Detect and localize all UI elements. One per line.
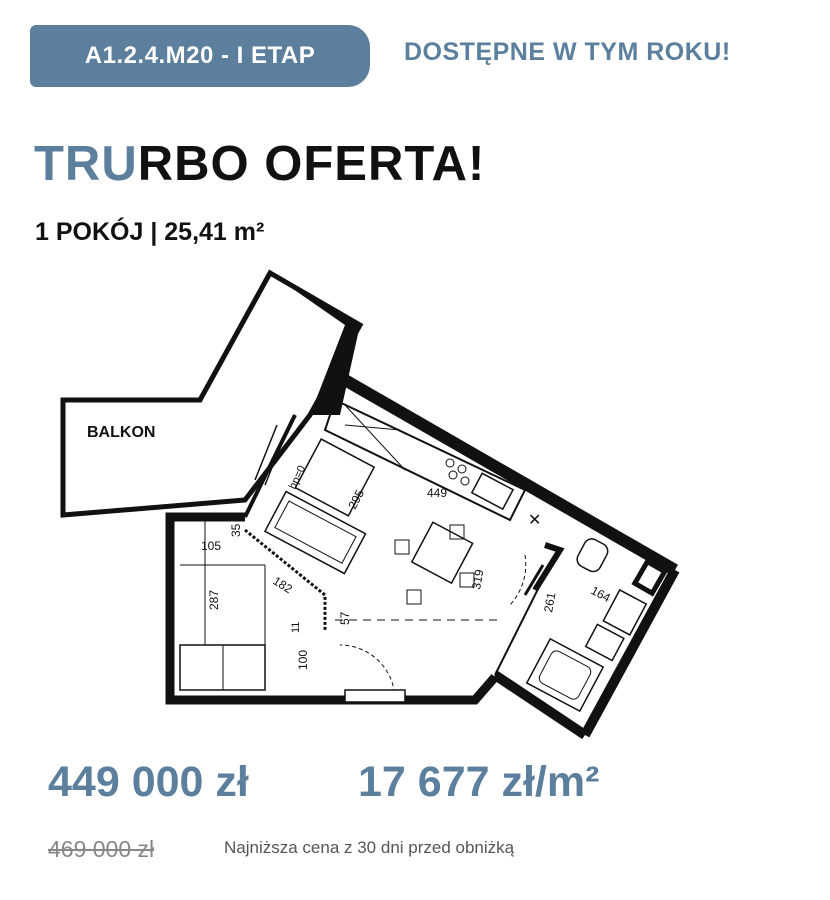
title-rest: RBO OFERTA! bbox=[137, 137, 486, 191]
svg-text:105: 105 bbox=[201, 539, 221, 553]
sink bbox=[470, 472, 515, 511]
svg-text:✕: ✕ bbox=[528, 512, 541, 529]
svg-text:319: 319 bbox=[469, 568, 486, 590]
dining-table bbox=[410, 521, 474, 585]
kitchen-counter bbox=[323, 398, 527, 522]
page-title: TRURBO OFERTA! bbox=[34, 136, 485, 192]
title-accent: TRU bbox=[34, 137, 138, 191]
old-price: 469 000 zł bbox=[48, 836, 155, 862]
svg-text:57: 57 bbox=[338, 611, 352, 625]
svg-text:449: 449 bbox=[427, 486, 447, 500]
washbasin bbox=[584, 623, 625, 662]
price-per-m2: 17 677 zł/m² bbox=[358, 758, 600, 806]
floor-plan: BALKON ✕ bbox=[55, 265, 695, 745]
svg-text:11: 11 bbox=[290, 622, 302, 633]
bed bbox=[294, 438, 376, 517]
svg-text:hp=0: hp=0 bbox=[287, 464, 308, 492]
availability-label: DOSTĘPNE W TYM ROKU! bbox=[404, 38, 731, 66]
bathroom-door bbox=[509, 554, 527, 606]
svg-text:182: 182 bbox=[270, 574, 295, 597]
toilet bbox=[576, 538, 609, 573]
sofa bbox=[263, 490, 367, 575]
bathtub bbox=[525, 637, 605, 713]
unit-summary: 1 POKÓJ | 25,41 m² bbox=[35, 218, 265, 246]
svg-text:287: 287 bbox=[207, 590, 221, 610]
svg-text:261: 261 bbox=[541, 591, 558, 613]
svg-text:295: 295 bbox=[345, 487, 367, 512]
svg-text:164: 164 bbox=[589, 583, 614, 605]
price-note: Najniższa cena z 30 dni przed obniżką bbox=[224, 838, 515, 857]
svg-text:35: 35 bbox=[229, 523, 243, 537]
balcony-area bbox=[60, 269, 364, 518]
apartment-wall-top bbox=[342, 374, 678, 576]
svg-text:100: 100 bbox=[296, 650, 310, 670]
shaft bbox=[631, 558, 669, 597]
unit-code-badge: A1.2.4.M20 - I ETAP bbox=[30, 25, 370, 87]
apartment-wall-bathroom bbox=[492, 670, 588, 740]
balcony-wall bbox=[270, 273, 360, 415]
balcony-label: BALKON bbox=[87, 424, 155, 441]
price: 449 000 zł bbox=[48, 758, 249, 806]
apartment-wall-right bbox=[580, 567, 680, 738]
bathroom-wall bbox=[532, 542, 565, 592]
apartment-wall-bottom bbox=[165, 512, 499, 705]
